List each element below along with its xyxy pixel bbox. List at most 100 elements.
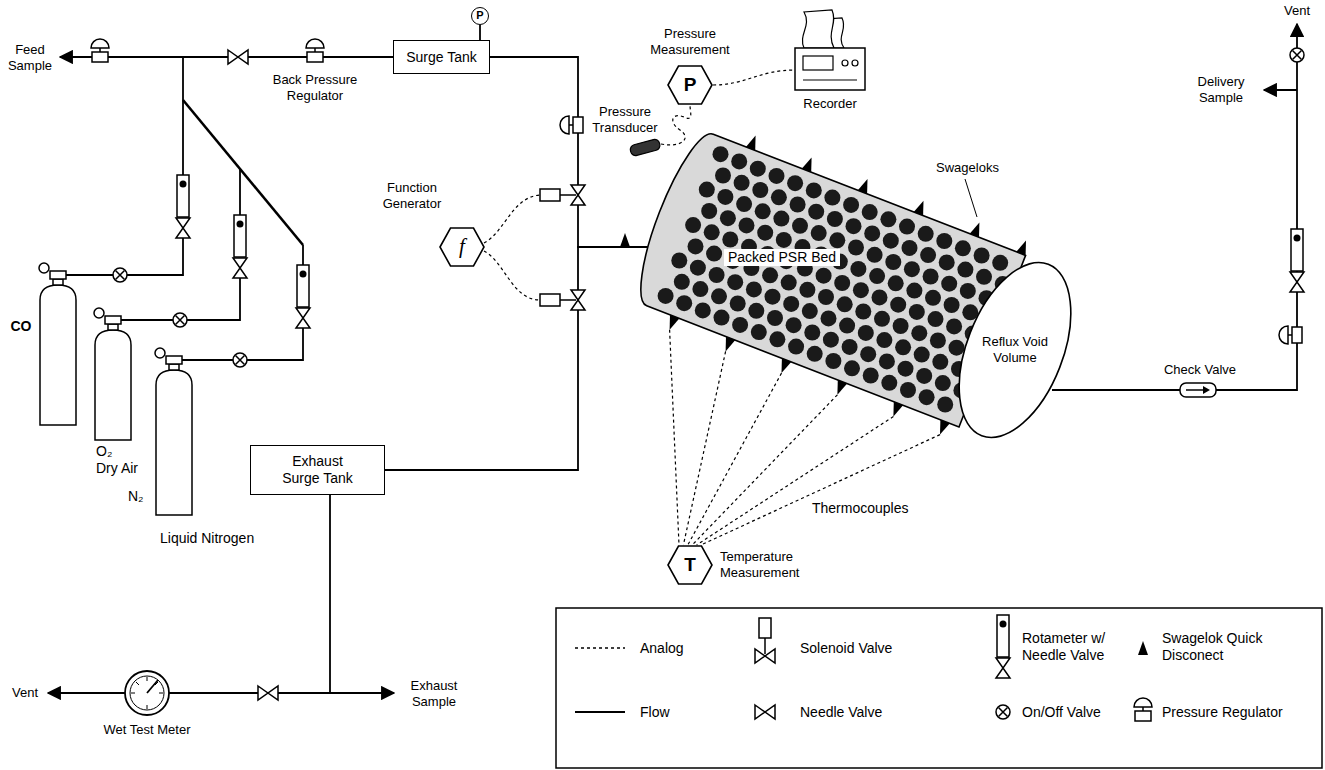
packing-pellet (888, 275, 904, 291)
cylinder-neck (53, 279, 63, 285)
packing-pellet (925, 290, 941, 306)
legend-flow-sample (575, 711, 625, 713)
packing-pellet (916, 368, 932, 384)
packing-pellet (874, 311, 890, 327)
callout-label: O₂ (96, 443, 126, 459)
packing-pellet (765, 289, 781, 305)
pressure-regulator (1279, 326, 1302, 344)
packing-pellet (974, 248, 990, 264)
symbol-letter: P (684, 74, 697, 97)
needle-valve (258, 686, 278, 700)
cylinder-valve (50, 271, 66, 279)
packing-pellet (781, 275, 797, 291)
packing-pellet (862, 204, 878, 220)
packing-pellet (692, 281, 708, 297)
packing-pellet (869, 268, 885, 284)
recorder-slot (803, 79, 857, 80)
packing-pellet (762, 267, 778, 283)
recorder-knob (852, 60, 858, 66)
rotameter (234, 215, 246, 257)
packing-pellet (827, 211, 843, 227)
callout-label: Swageloks (925, 160, 1010, 176)
packing-pellet (816, 268, 832, 284)
packing-pellet (898, 361, 914, 377)
recorder-paper (802, 10, 834, 48)
packing-pellet (695, 302, 711, 318)
callout-label: Feed Sample (4, 42, 56, 74)
legend-text: Flow (640, 704, 740, 721)
packing-pellet (757, 225, 773, 241)
check-valve (1180, 383, 1216, 397)
packing-pellet (788, 339, 804, 355)
needle-valve (1290, 272, 1304, 292)
packing-pellet (946, 318, 962, 334)
text-holder: T (667, 545, 713, 585)
packing-pellet (914, 347, 930, 363)
swagelok (746, 136, 756, 151)
packing-pellet (732, 317, 748, 333)
feed-line (60, 56, 393, 58)
back-pressure-regulator (306, 39, 324, 62)
cylinder-valve (105, 316, 121, 324)
packing-pellet (787, 175, 803, 191)
analog-wire (484, 251, 540, 300)
rotameter (177, 175, 189, 217)
legend-solenoid-sample (755, 618, 775, 663)
packing-pellet (713, 146, 729, 162)
text-holder: f (439, 227, 485, 267)
packing-pellet (783, 296, 799, 312)
packing-pellet (736, 196, 752, 212)
cylinder-gauge (94, 308, 104, 318)
on-off-valve (1290, 48, 1304, 62)
packing-pellet (676, 295, 692, 311)
callout-label: Back Pressure Regulator (265, 72, 365, 104)
packing-pellet (872, 289, 888, 305)
swagelok (970, 223, 980, 238)
packing-pellet (855, 304, 871, 320)
meter-ticks (131, 677, 163, 709)
pressure-regulator (560, 116, 583, 134)
text-holder: P (667, 65, 713, 105)
packing-pellet (955, 240, 971, 256)
meter-dial (130, 676, 164, 710)
swagelok (726, 337, 736, 352)
cylinder-gauge (155, 348, 165, 358)
packing-pellet (918, 226, 934, 242)
packing-pellet (811, 225, 827, 241)
packing-pellet (867, 247, 883, 263)
symbol-letter: T (684, 554, 696, 577)
packing-pellet (932, 354, 948, 370)
packing-pellet (919, 389, 935, 405)
packing-pellet (674, 274, 690, 290)
swagelok (940, 420, 950, 435)
packing-pellet (750, 161, 766, 177)
cylinder-valve (166, 356, 182, 364)
packing-pellet (717, 189, 733, 205)
pressure-transducer (629, 138, 661, 156)
callout-label: CO (6, 318, 36, 334)
cylinder-neck (169, 364, 179, 370)
packing-pellet (885, 254, 901, 270)
packing-pellet (688, 238, 704, 254)
legend-text: Needle Valve (800, 704, 950, 721)
packing-pellet (879, 353, 895, 369)
packing-pellet (844, 360, 860, 376)
callout-label: Vent (6, 685, 44, 701)
node-text: Reflux Void Volume (973, 334, 1057, 365)
node-text: Packed PSR Bed (724, 249, 840, 266)
needle-valve (228, 50, 248, 64)
packing-pellet (699, 182, 715, 198)
hexagon-shape (668, 66, 712, 104)
recorder-body (795, 48, 865, 90)
callout-label: Wet Test Meter (92, 722, 202, 738)
thermocouple-wire (670, 330, 679, 545)
rotameter (1291, 229, 1303, 271)
packing-pellet (722, 232, 738, 248)
swagelok (858, 179, 868, 194)
gas-cylinder (40, 285, 76, 425)
instrument-caption: Function Generator (372, 180, 452, 211)
pressure-regulator (1279, 326, 1302, 344)
instrument-caption: Pressure Measurement (640, 26, 740, 57)
check-valve-arrow (1203, 386, 1210, 394)
on-off-valve (173, 313, 187, 327)
